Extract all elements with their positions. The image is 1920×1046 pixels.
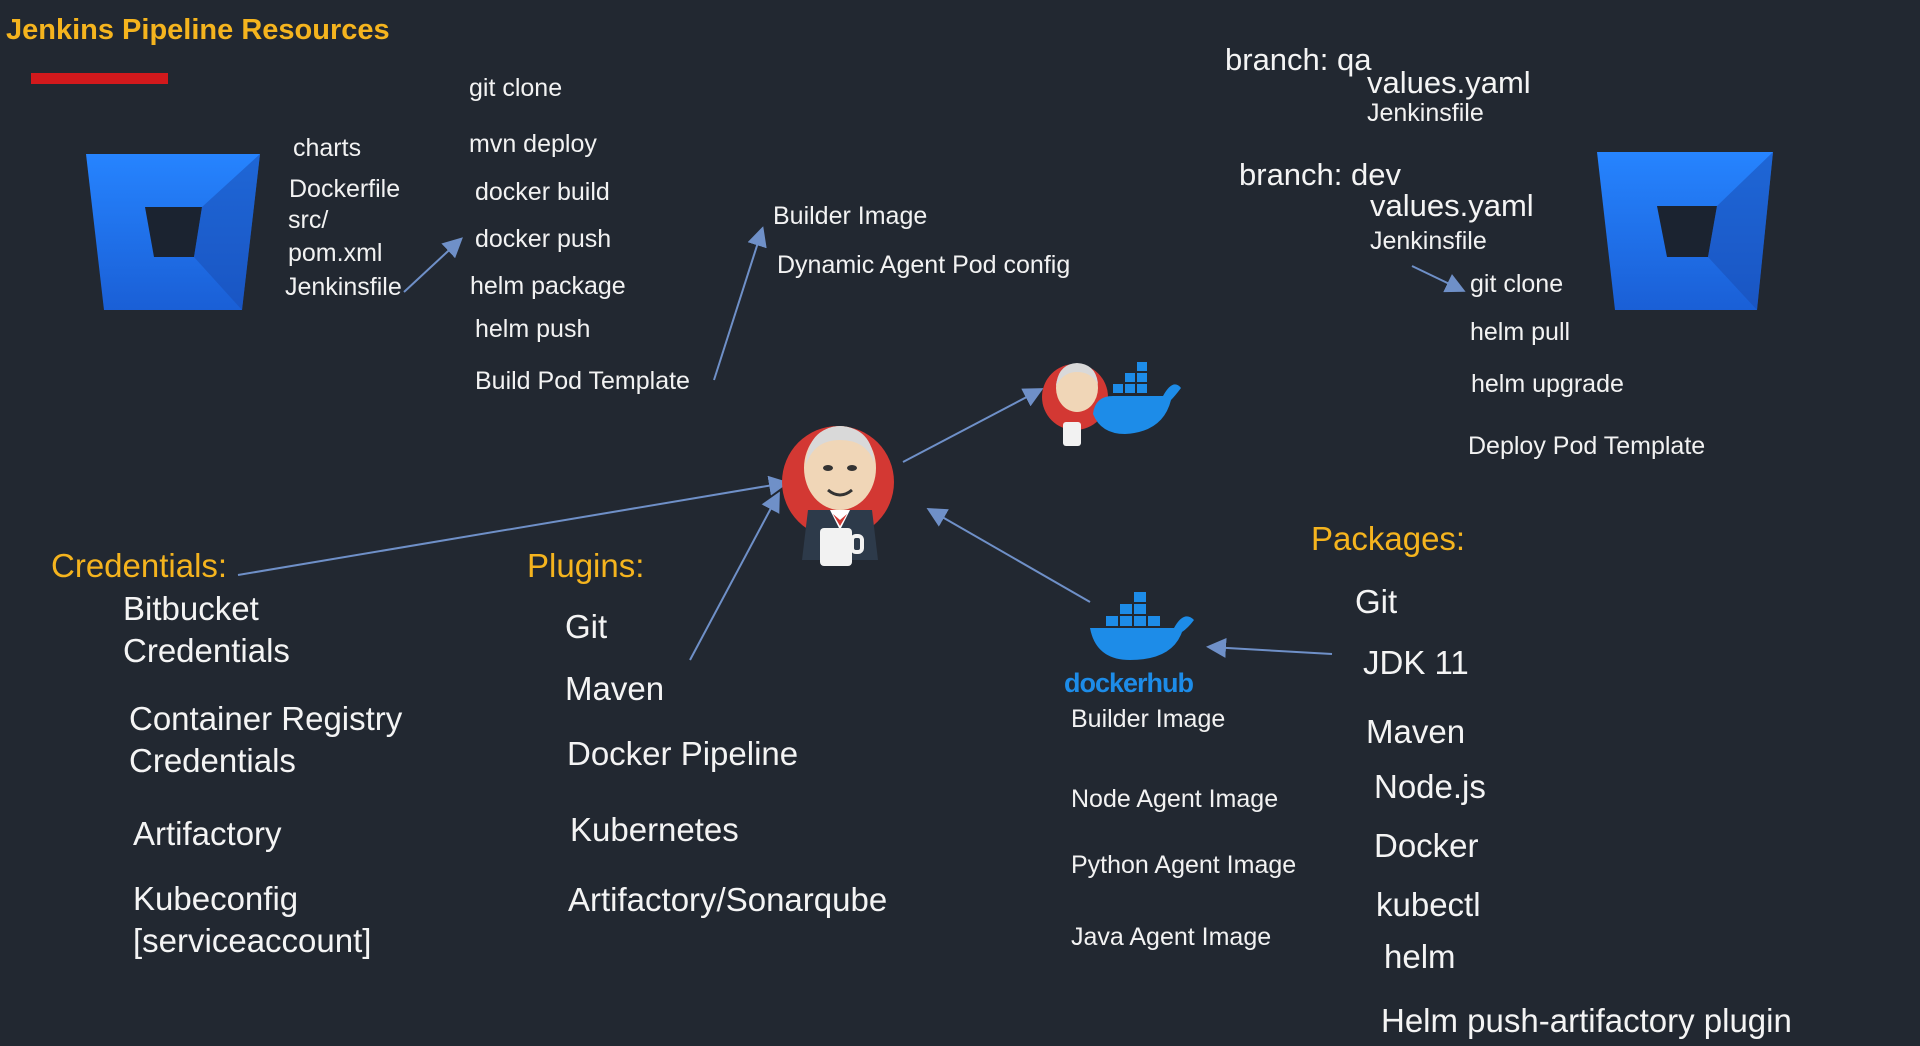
build-step-docker-push: docker push	[475, 225, 612, 253]
build-pod-template: Build Pod Template	[475, 367, 690, 395]
bitbucket-icon	[86, 154, 260, 310]
dockerhub-logo-text: dockerhub	[1064, 668, 1194, 698]
branch-dev: branch: dev	[1239, 157, 1401, 192]
credential-artifactory: Artifactory	[133, 815, 282, 852]
qa-jenkinsfile: Jenkinsfile	[1367, 99, 1484, 127]
dockerhub-icon	[1090, 592, 1194, 660]
jenkins-docker-icon	[1042, 362, 1181, 446]
build-step-helm-package: helm package	[470, 272, 626, 300]
plugin-docker-pipeline: Docker Pipeline	[567, 735, 799, 772]
plugins-heading: Plugins:	[527, 547, 645, 584]
plugin-artifactory-sonarqube: Artifactory/Sonarqube	[568, 881, 888, 918]
plugin-maven: Maven	[565, 670, 665, 707]
deploy-step-git-clone: git clone	[1470, 270, 1564, 298]
python-agent-image: Python Agent Image	[1071, 851, 1297, 879]
dev-values-yaml: values.yaml	[1370, 188, 1534, 223]
packages-heading: Packages:	[1311, 520, 1466, 557]
plugin-kubernetes: Kubernetes	[570, 811, 739, 848]
dev-jenkinsfile: Jenkinsfile	[1370, 227, 1487, 255]
credentials-heading: Credentials:	[51, 547, 228, 584]
branch-qa: branch: qa	[1225, 42, 1372, 77]
package-maven: Maven	[1366, 713, 1466, 750]
build-step-git-clone: git clone	[469, 74, 563, 102]
build-step-mvn-deploy: mvn deploy	[469, 130, 597, 158]
qa-values-yaml: values.yaml	[1367, 65, 1531, 100]
dynamic-agent-pod-config: Dynamic Agent Pod config	[777, 251, 1071, 279]
title-underline	[31, 73, 168, 84]
credential-container-registry: Container Registry	[129, 700, 403, 737]
credential-bitbucket-2: Credentials	[123, 632, 290, 669]
build-step-helm-push: helm push	[475, 315, 591, 343]
repo-file-jenkinsfile: Jenkinsfile	[285, 273, 402, 301]
bitbucket-icon	[1597, 152, 1773, 310]
package-jdk11: JDK 11	[1363, 644, 1469, 681]
package-nodejs: Node.js	[1374, 768, 1486, 805]
credential-serviceaccount: [serviceaccount]	[133, 922, 372, 959]
package-kubectl: kubectl	[1376, 886, 1481, 923]
build-step-docker-build: docker build	[475, 178, 610, 206]
plugin-git: Git	[565, 608, 608, 645]
deploy-step-helm-pull: helm pull	[1470, 318, 1571, 346]
deploy-pod-template: Deploy Pod Template	[1468, 432, 1706, 460]
java-agent-image: Java Agent Image	[1071, 923, 1272, 951]
credential-container-registry-2: Credentials	[129, 742, 296, 779]
jenkins-icon	[782, 426, 894, 566]
package-git: Git	[1355, 583, 1398, 620]
builder-image-label: Builder Image	[773, 202, 928, 230]
credential-bitbucket: Bitbucket	[123, 590, 259, 627]
deploy-step-helm-upgrade: helm upgrade	[1471, 370, 1624, 398]
repo-file-src: src/	[288, 206, 329, 234]
page-title: Jenkins Pipeline Resources	[6, 14, 390, 46]
dockerhub-builder-image: Builder Image	[1071, 705, 1226, 733]
node-agent-image: Node Agent Image	[1071, 785, 1279, 813]
repo-file-dockerfile: Dockerfile	[289, 175, 401, 203]
credential-kubeconfig: Kubeconfig	[133, 880, 299, 917]
repo-file-charts: charts	[293, 134, 362, 162]
package-helm: helm	[1384, 938, 1456, 975]
package-helm-push-artifactory-plugin: Helm push-artifactory plugin	[1381, 1002, 1792, 1039]
package-docker: Docker	[1374, 827, 1479, 864]
repo-file-pom: pom.xml	[288, 239, 383, 267]
